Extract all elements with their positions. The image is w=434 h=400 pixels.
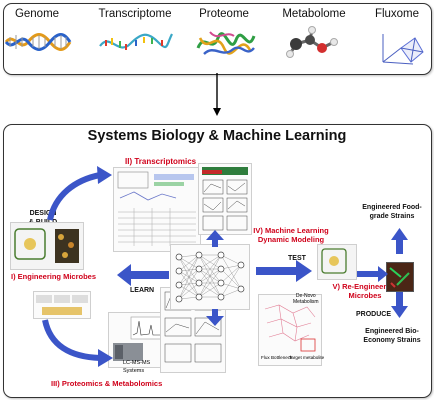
label-reengineering: V) Re-Engineering Microbes [330,282,400,300]
label-ml: IV) Machine Learning Dynamic Modeling [246,226,336,244]
de-novo-label: De-Novo Metabolism [293,293,319,305]
omics-label-proteome: Proteome [199,8,249,20]
dynamic-modeling-text: Dynamic Modeling [257,235,325,244]
target-metabolite-label: Target metabolite [289,355,325,360]
label-learn: LEARN [130,287,155,294]
lcms-figure: LC-MS-MS Systems [108,312,170,374]
culture-plates-figure [33,291,91,319]
engineering-microbes-figure [10,222,84,270]
flux-bottleneck-label: Flux Bottleneck [261,355,293,360]
omics-label-fluxome: Fluxome [374,8,420,20]
bio-text-2: Economy Strains [363,337,421,344]
label-test: TEST [288,255,306,262]
label-produce: PRODUCE [356,311,392,318]
microbes-text: Microbes [348,291,382,300]
neural-network-figure [170,244,250,310]
label-transcriptomics: II) Transcriptomics [125,157,197,166]
design-text: DESIGN [29,210,57,217]
food-text-1: Engineered Food- [362,204,422,211]
food-text-2: grade Strains [369,213,415,220]
strains-image [386,262,414,292]
bio-text-1: Engineered Bio- [365,328,419,335]
de-novo-text-2: Metabolism [293,298,319,305]
metabolic-network-figure: De-Novo Metabolism Flux Bottleneck Targe… [258,293,325,366]
expression-plots-figure [198,163,252,235]
ml-text: IV) Machine Learning [253,226,329,235]
reeng-text: V) Re-Engineering [332,282,398,291]
label-proteomics: III) Proteomics & Metabolomics [51,379,163,388]
de-novo-text-1: De-Novo [295,293,316,299]
main-title: Systems Biology & Machine Learning [87,128,347,144]
transcriptomics-figure [113,167,201,252]
reengineering-figure [317,244,357,280]
omics-label-transcriptome: Transcriptome [98,8,172,20]
lcms-label: LC-MS-MS Systems [123,360,151,374]
label-engineering: I) Engineering Microbes [11,272,97,281]
label-food-strains: Engineered Food- grade Strains [352,203,432,221]
omics-label-genome: Genome [14,8,60,20]
omics-label-metabolome: Metabolome [282,8,346,20]
label-bio-strains: Engineered Bio- Economy Strains [352,327,432,345]
